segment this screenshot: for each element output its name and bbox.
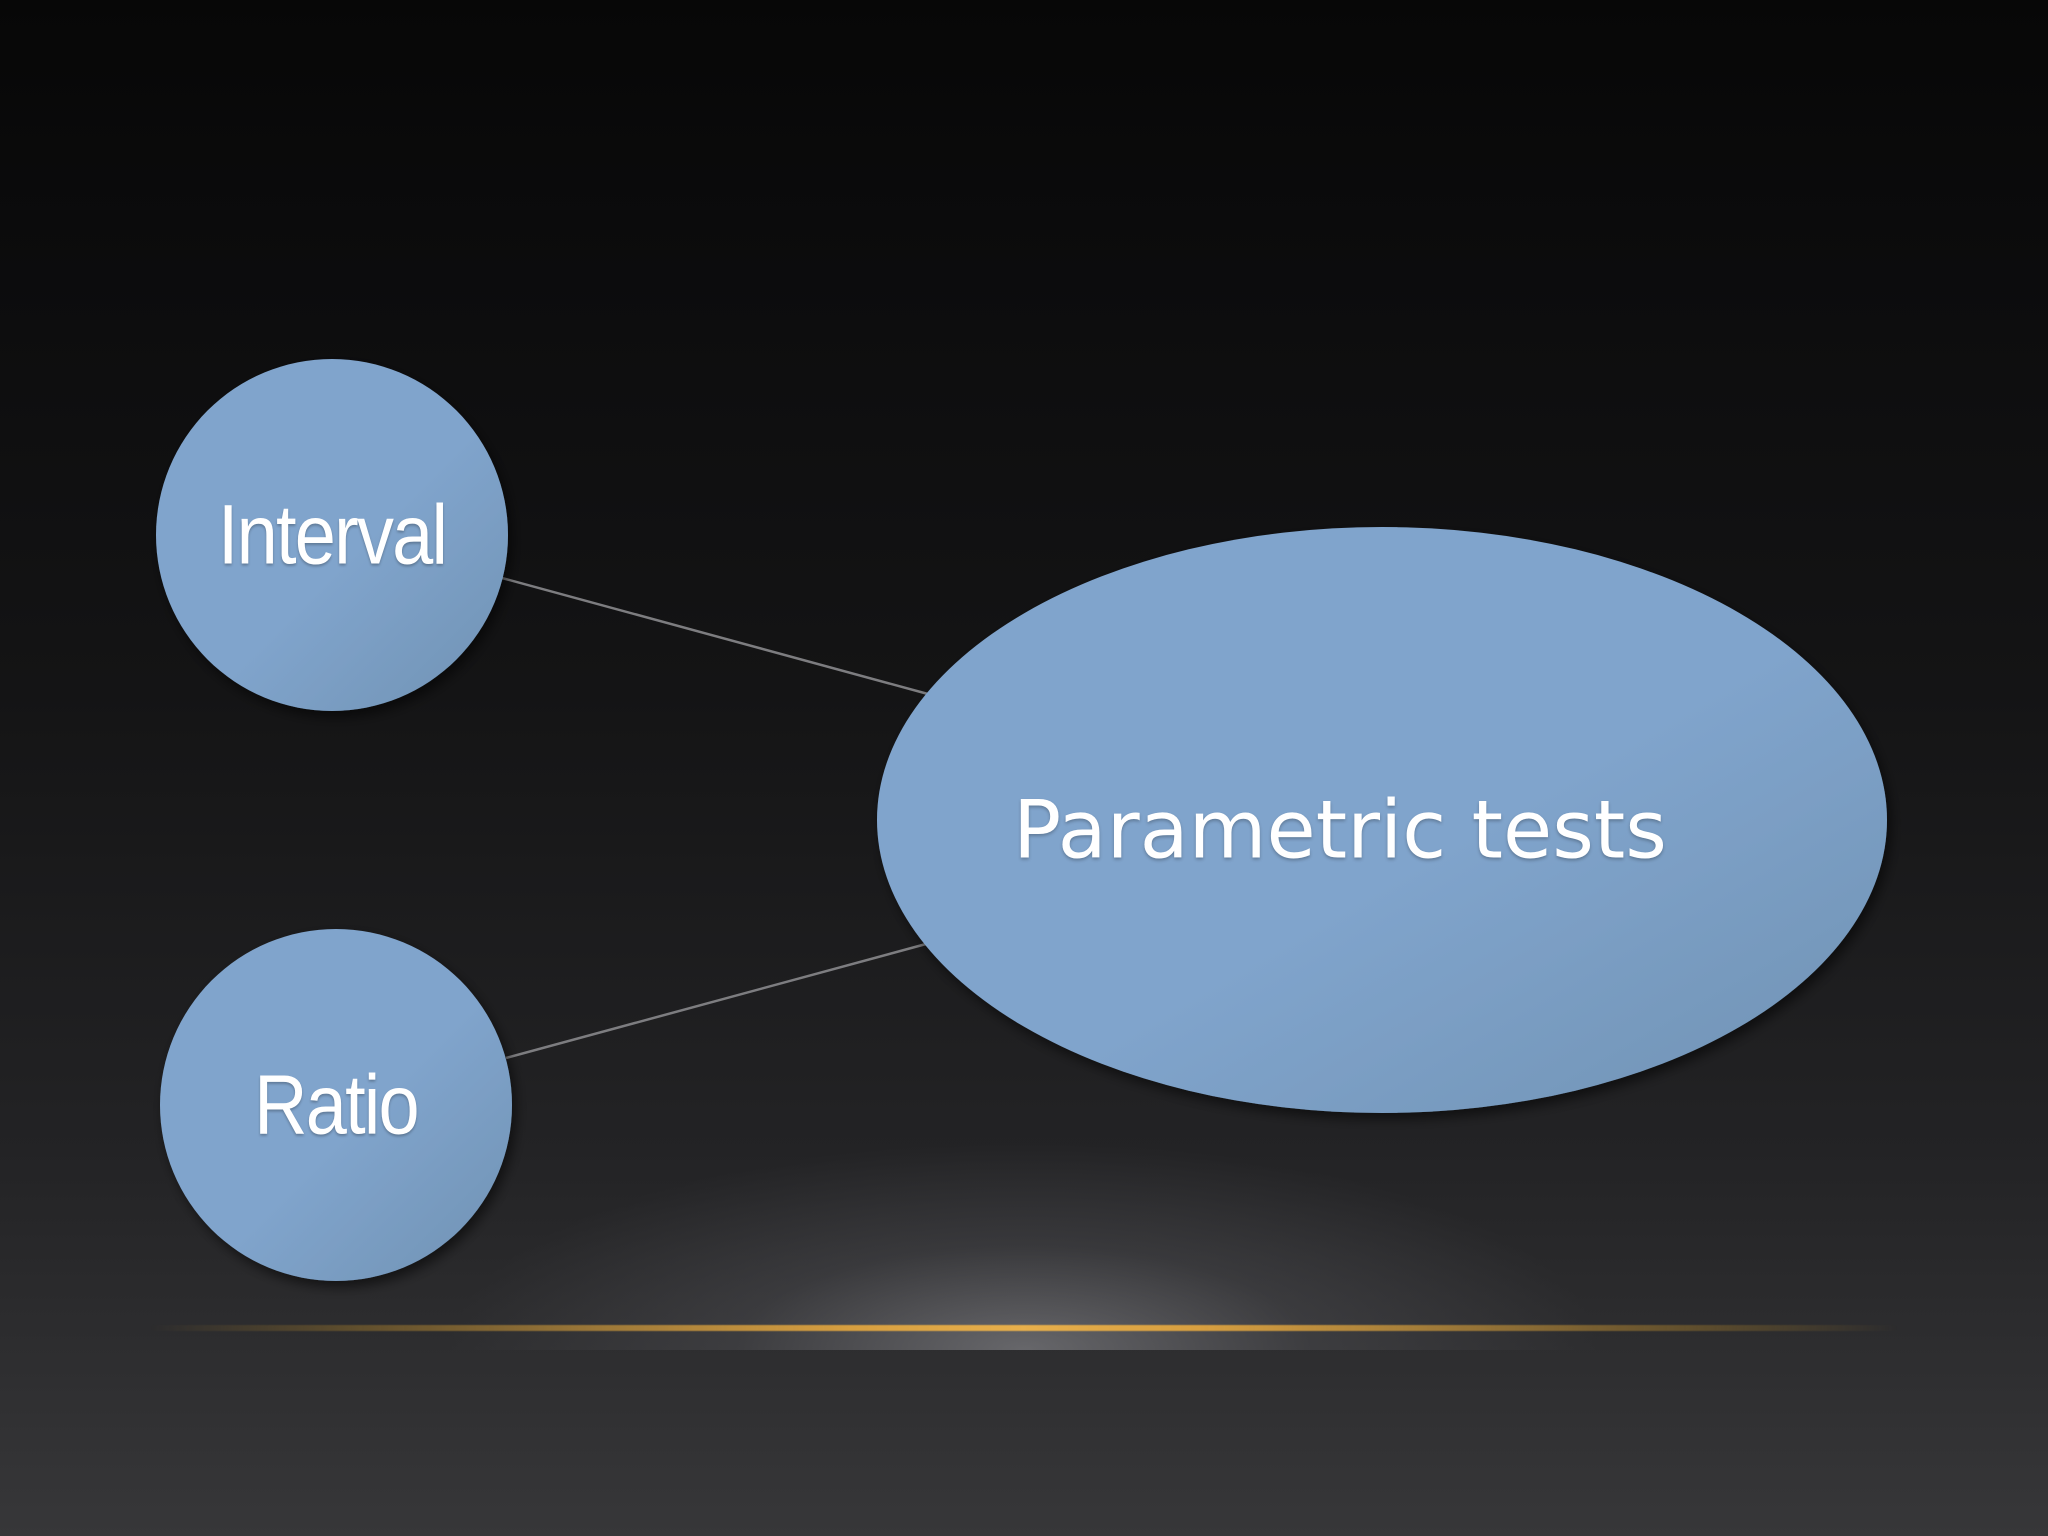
ratio-label: Ratio (254, 1057, 420, 1152)
edge-interval-parametric (501, 576, 929, 696)
interval-label: Interval (217, 487, 448, 582)
parametric-tests-node (877, 527, 1887, 1113)
parametric-tests-label: Parametric tests (1013, 783, 1667, 877)
accent-line (150, 1325, 1898, 1331)
interval-node (156, 359, 508, 711)
ratio-node (160, 929, 512, 1281)
edge-ratio-parametric (505, 942, 927, 1060)
